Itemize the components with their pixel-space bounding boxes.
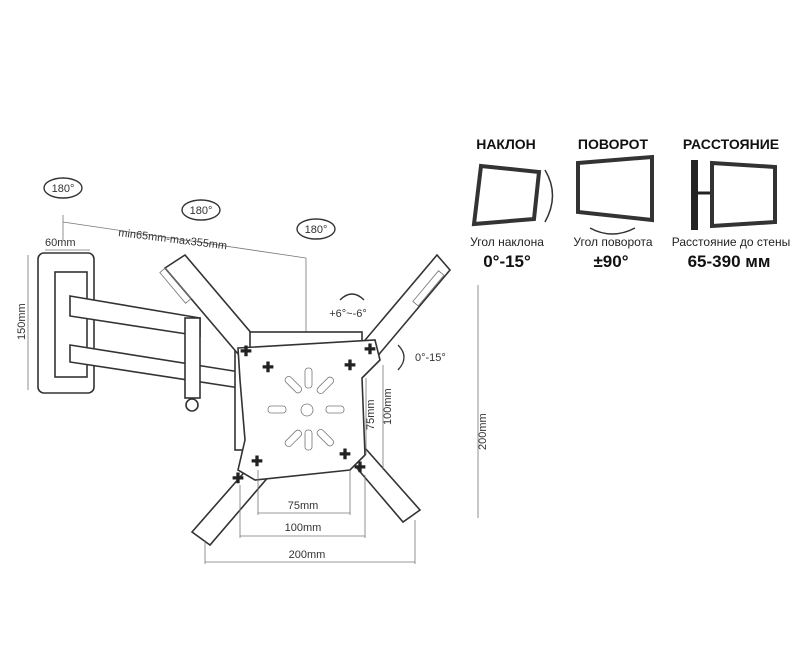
svg-text:✚: ✚ — [232, 470, 244, 486]
svg-text:✚: ✚ — [262, 359, 274, 375]
svg-text:✚: ✚ — [240, 343, 252, 359]
wall-plate-height-label: 150mm — [16, 303, 28, 340]
vesa-vertical-200-label: 200mm — [477, 413, 489, 450]
vesa-horizontal-100-label: 100mm — [285, 522, 322, 534]
level-adjust-label: +6°~-6° — [329, 308, 367, 320]
feature-value: 0°-15° — [483, 252, 531, 271]
feature-tilt: НАКЛОН Угол наклона 0°-15° — [470, 136, 554, 271]
distance-screen-icon — [710, 160, 777, 229]
vesa-vertical-100-label: 100mm — [382, 388, 394, 425]
swivel-screen-icon — [576, 154, 654, 223]
feature-distance: РАССТОЯНИЕ Расстояние до стены 65-390 мм — [672, 136, 790, 271]
feature-caption: Расстояние до стены — [672, 235, 790, 249]
feature-swivel: ПОВОРОТ Угол поворота ±90° — [573, 136, 654, 271]
arm-extension-label: min65mm-max355mm — [118, 227, 228, 252]
feature-title: ПОВОРОТ — [578, 136, 649, 152]
feature-caption: Угол поворота — [573, 235, 652, 249]
vesa-horizontal-200-label: 200mm — [289, 549, 326, 561]
feature-value: ±90° — [593, 252, 628, 271]
svg-text:✚: ✚ — [251, 453, 263, 469]
swivel-label: 180° — [305, 224, 328, 236]
screw-icons: ✚✚ ✚✚ ✚✚ ✚✚ — [232, 341, 376, 486]
feature-title: НАКЛОН — [476, 136, 536, 152]
swivel-label: 180° — [190, 205, 213, 217]
tilt-screen-icon — [471, 163, 542, 227]
tilt-label: 0°-15° — [415, 352, 446, 364]
tilt-arrow-icon — [397, 344, 405, 371]
swivel-badge: 180° — [181, 199, 221, 221]
feature-caption: Угол наклона — [470, 235, 544, 249]
swivel-badge: 180° — [296, 218, 336, 240]
vesa-arms — [159, 253, 452, 547]
feature-value: 65-390 мм — [688, 252, 771, 271]
level-arrow-icon — [339, 293, 365, 301]
tilt-arrow-icon — [544, 169, 554, 223]
swivel-arrow-icon — [589, 227, 636, 235]
svg-text:✚: ✚ — [364, 341, 376, 357]
svg-text:✚: ✚ — [354, 459, 366, 475]
wall-plate-width-label: 60mm — [45, 237, 76, 249]
lower-arm — [69, 344, 241, 389]
feature-title: РАССТОЯНИЕ — [683, 136, 779, 152]
vesa-vertical-75-label: 75mm — [365, 399, 377, 430]
swivel-label: 180° — [52, 183, 75, 195]
vesa-horizontal-75-label: 75mm — [288, 500, 319, 512]
swivel-badge: 180° — [43, 177, 83, 199]
svg-text:✚: ✚ — [339, 446, 351, 462]
svg-text:✚: ✚ — [344, 357, 356, 373]
wall-icon — [691, 160, 698, 230]
